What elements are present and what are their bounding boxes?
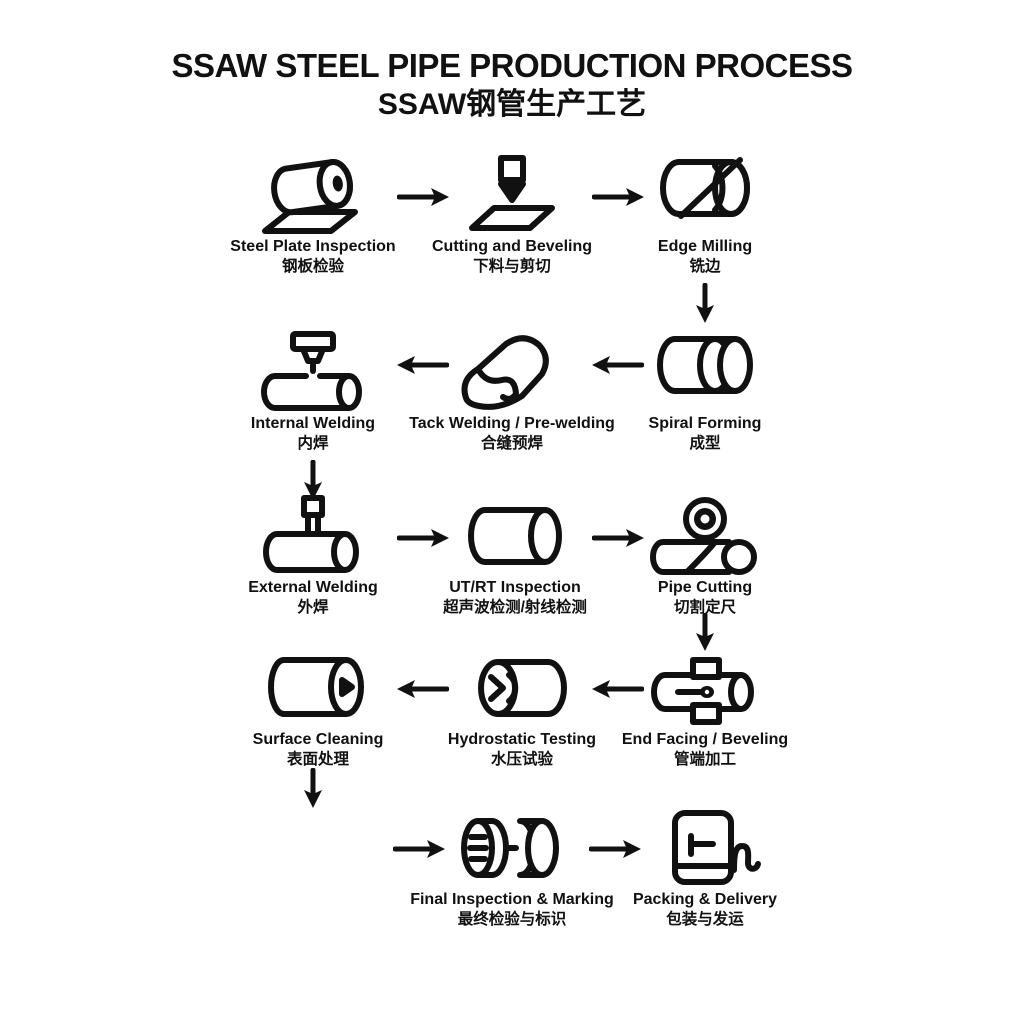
flow-arrow-right: [397, 529, 449, 547]
step-label-zh: 铣边: [689, 258, 721, 275]
step-label-zh: 钢板检验: [281, 258, 344, 275]
step-pipe-cutting: Pipe Cutting 切割定尺: [595, 496, 815, 617]
flow-arrow-down: [696, 613, 714, 651]
step-label-zh: 合缝预焊: [480, 435, 543, 452]
step-label-en: End Facing / Beveling: [621, 731, 789, 748]
step-label-zh: 下料与剪切: [473, 258, 551, 275]
title-english: SSAW STEEL PIPE PRODUCTION PROCESS: [171, 47, 853, 84]
step-label-zh: 超声波检测/射线检测: [443, 599, 587, 616]
step-label-en: Hydrostatic Testing: [447, 731, 597, 748]
step-label-en: Packing & Delivery: [632, 891, 778, 908]
spiral-forming-icon: [595, 332, 815, 414]
step-label-en: External Welding: [248, 579, 378, 596]
step-label-en: Final Inspection & Marking: [410, 891, 614, 908]
flow-arrow-right: [592, 529, 644, 547]
step-edge-milling: Edge Milling 铣边: [595, 155, 815, 276]
step-label-zh: 管端加工: [673, 751, 736, 768]
step-label-zh: 切割定尺: [673, 599, 736, 616]
edge-milling-icon: [595, 155, 815, 237]
curled-plate-icon: [402, 332, 622, 414]
cutting-wheel-pipe-icon: [595, 496, 815, 578]
flow-arrow-down: [696, 283, 714, 323]
clean-pipe-icon: [208, 648, 428, 730]
flow-arrow-left: [397, 356, 449, 374]
flow-arrow-down: [304, 460, 322, 500]
flow-arrow-left: [592, 356, 644, 374]
step-label-zh: 外焊: [297, 599, 329, 616]
step-label-en: Spiral Forming: [648, 415, 762, 432]
cutting-torch-icon: [402, 155, 622, 237]
plain-pipe-icon: [405, 496, 625, 578]
flow-arrow-right: [393, 840, 445, 858]
step-final-inspection-marking: Final Inspection & Marking 最终检验与标识: [402, 808, 622, 929]
step-label-zh: 表面处理: [286, 751, 349, 768]
pipe-ends-marking-icon: [402, 808, 622, 890]
step-end-facing-beveling: End Facing / Beveling 管端加工: [595, 648, 815, 769]
step-label-zh: 成型: [689, 435, 721, 452]
step-label-en: Tack Welding / Pre-welding: [409, 415, 615, 432]
step-spiral-forming: Spiral Forming 成型: [595, 332, 815, 453]
flow-arrow-right: [592, 188, 644, 206]
end-facing-machine-icon: [595, 648, 815, 730]
water-pressure-pipe-icon: [412, 648, 632, 730]
step-label-en: Internal Welding: [250, 415, 376, 432]
step-label-zh: 内焊: [297, 435, 329, 452]
step-packing-delivery: Packing & Delivery 包装与发运: [595, 808, 815, 929]
step-label-en: Cutting and Beveling: [432, 238, 592, 255]
step-steel-plate-inspection: Steel Plate Inspection 钢板检验: [203, 155, 423, 276]
step-internal-welding: Internal Welding 内焊: [203, 331, 423, 453]
step-label-en: Surface Cleaning: [252, 731, 384, 748]
external-welding-torch-icon: [203, 495, 423, 578]
flow-arrow-right: [589, 840, 641, 858]
step-surface-cleaning: Surface Cleaning 表面处理: [208, 648, 428, 769]
step-utrt-inspection: UT/RT Inspection 超声波检测/射线检测: [405, 496, 625, 617]
steel-coil-icon: [203, 155, 423, 237]
step-label-zh: 水压试验: [490, 751, 553, 768]
step-hydrostatic-testing: Hydrostatic Testing 水压试验: [412, 648, 632, 769]
page-title: SSAW STEEL PIPE PRODUCTION PROCESS SSAW钢…: [0, 47, 1024, 122]
flow-arrow-down: [304, 768, 322, 808]
step-label-en: Pipe Cutting: [657, 579, 753, 596]
flow-arrow-left: [592, 680, 644, 698]
flow-arrow-left: [397, 680, 449, 698]
step-label-en: Edge Milling: [657, 238, 753, 255]
step-tack-welding: Tack Welding / Pre-welding 合缝预焊: [402, 332, 622, 453]
internal-welding-torch-icon: [203, 331, 423, 414]
step-label-en: UT/RT Inspection: [449, 579, 581, 596]
step-label-zh: 最终检验与标识: [457, 911, 567, 928]
package-rope-icon: [595, 808, 815, 890]
step-label-en: Steel Plate Inspection: [230, 238, 396, 255]
step-external-welding: External Welding 外焊: [203, 495, 423, 617]
step-cutting-and-beveling: Cutting and Beveling 下料与剪切: [402, 155, 622, 276]
step-label-zh: 包装与发运: [666, 911, 744, 928]
flow-arrow-right: [397, 188, 449, 206]
title-chinese: SSAW钢管生产工艺: [377, 88, 647, 122]
